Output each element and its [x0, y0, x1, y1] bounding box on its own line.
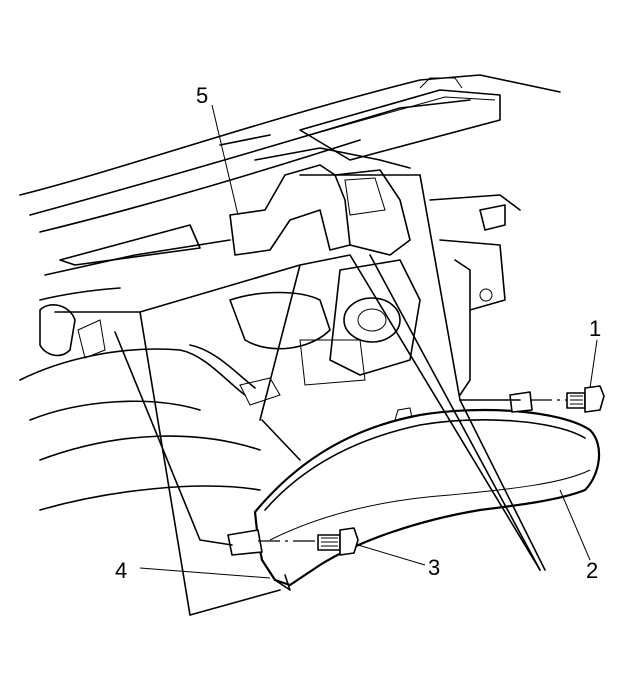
leader-3 — [357, 544, 426, 566]
callout-1: 1 — [589, 316, 601, 341]
screw-3-icon — [317, 527, 359, 556]
leader-5 — [211, 104, 239, 216]
callout-leaders — [139, 104, 598, 579]
alignment-lines — [54, 174, 546, 616]
callout-5: 5 — [196, 83, 208, 108]
leader-4 — [139, 567, 271, 579]
leader-2 — [559, 489, 591, 561]
callout-4: 4 — [115, 558, 127, 583]
installation-centerlines — [258, 399, 567, 542]
leader-1 — [589, 339, 598, 389]
callout-3: 3 — [428, 555, 440, 580]
dashboard-background — [19, 74, 561, 511]
screw-1-icon — [566, 385, 605, 413]
instrument-cluster — [227, 391, 601, 591]
callout-2: 2 — [586, 558, 598, 583]
